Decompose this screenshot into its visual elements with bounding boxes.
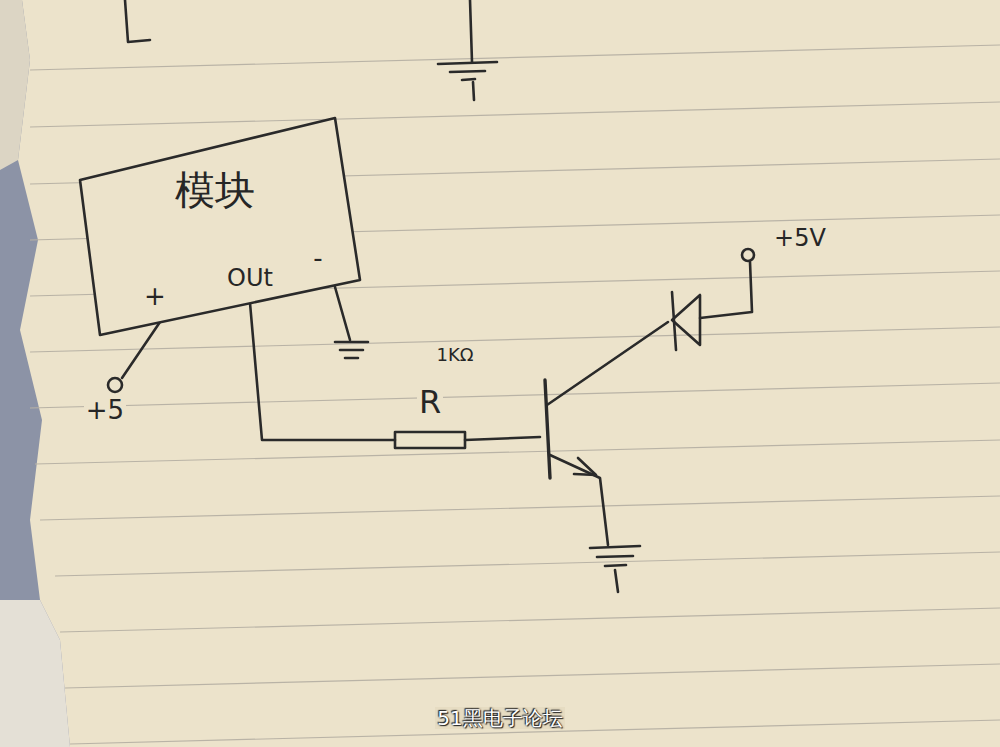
watermark: 51黑电子论坛 bbox=[435, 707, 564, 729]
collector-wire bbox=[547, 322, 668, 405]
module-outline bbox=[80, 118, 362, 338]
paper bbox=[18, 0, 1000, 747]
terminal bbox=[108, 378, 122, 392]
resistance-value: 1KΩ bbox=[434, 345, 475, 365]
resistor-symbol bbox=[395, 432, 465, 448]
partial-bracket bbox=[125, 0, 150, 42]
voltage-label: +5 bbox=[84, 396, 126, 425]
module-box: 模块 + OUt - bbox=[80, 118, 362, 338]
pin-name: + bbox=[144, 282, 166, 311]
diode-bar bbox=[672, 292, 676, 350]
module-outline bbox=[80, 118, 360, 335]
out-wire bbox=[250, 303, 395, 440]
ground-symbol bbox=[590, 546, 640, 592]
module-name: 模块 bbox=[175, 168, 255, 212]
ground-symbol bbox=[438, 62, 497, 100]
top-wire bbox=[470, 0, 472, 62]
pin-name: - bbox=[313, 244, 322, 273]
pin-name: OUt bbox=[227, 265, 273, 291]
base-wire bbox=[465, 437, 540, 440]
terminal bbox=[742, 249, 754, 261]
paper-edge bbox=[0, 0, 30, 170]
emitter-wire bbox=[550, 455, 608, 545]
part-name: R bbox=[417, 385, 443, 420]
transistor-base bbox=[545, 380, 550, 478]
under-sheet bbox=[0, 600, 70, 747]
ground-wire bbox=[335, 287, 350, 340]
diode-wire bbox=[700, 262, 752, 318]
emitter-arrow bbox=[574, 458, 596, 475]
ruled-lines bbox=[30, 45, 1000, 744]
voltage-label: +5V bbox=[772, 225, 828, 251]
ground-symbol bbox=[335, 342, 368, 358]
